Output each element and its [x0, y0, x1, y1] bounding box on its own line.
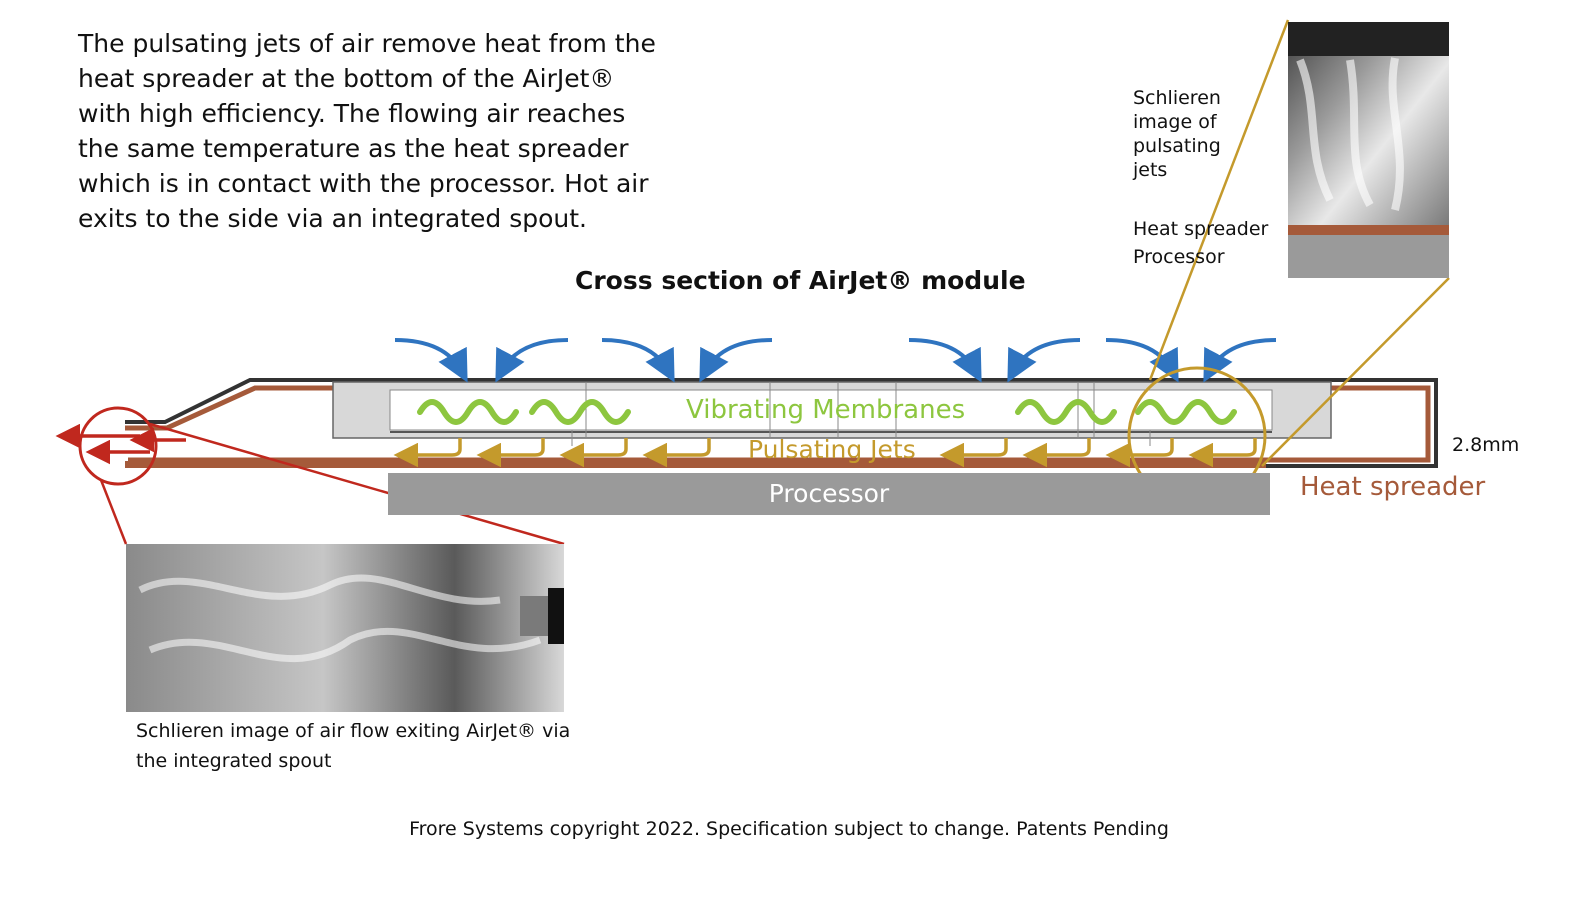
spout-highlight-circle: [78, 406, 158, 486]
curved-arrow-icon: [699, 338, 773, 383]
curved-arrow-icon: [1007, 338, 1081, 383]
hook-arrow-icon: [642, 438, 711, 468]
inflow-arrows: [394, 338, 1277, 383]
curved-arrow-icon: [1105, 338, 1179, 383]
vibrating-membranes-label: Vibrating Membranes: [686, 395, 966, 425]
sine-wave-icon: [1135, 399, 1237, 425]
jets-callout-lines: [1148, 19, 1450, 467]
membrane-chamber: [332, 381, 1332, 446]
curved-arrow-icon: [908, 338, 982, 383]
diagram-title: Cross section of AirJet® module: [575, 266, 1026, 295]
hook-arrow-icon: [939, 438, 1008, 468]
curved-arrow-icon: [394, 338, 468, 383]
sine-wave-icon: [529, 399, 631, 425]
hook-arrow-icon: [1188, 438, 1257, 468]
curved-arrow-icon: [601, 338, 675, 383]
hook-arrow-icon: [1022, 438, 1091, 468]
footer-copyright: Frore Systems copyright 2022. Specificat…: [409, 818, 1169, 840]
schlieren-spout-image: [126, 544, 564, 712]
hook-arrow-icon: [559, 438, 628, 468]
heat-spreader-label: Heat spreader: [1300, 472, 1486, 502]
hook-arrow-icon: [1105, 438, 1174, 468]
processor-block: Processor: [388, 473, 1270, 515]
spout-callout-lines: [99, 422, 565, 546]
hook-arrow-icon: [476, 438, 545, 468]
intro-paragraph: The pulsating jets of air remove heat fr…: [78, 29, 656, 233]
membrane-waves: [417, 399, 1237, 425]
exit-air-arrows: [55, 423, 186, 465]
sine-wave-icon: [417, 399, 519, 425]
thickness-dimension-label: 2.8mm: [1452, 434, 1520, 456]
schlieren-jets-image: [1288, 22, 1449, 278]
zoom-processor-label: Processor: [1133, 246, 1225, 268]
curved-arrow-icon: [1203, 338, 1277, 383]
zoom-image-caption: Schlieren image of pulsating jets: [1133, 87, 1221, 181]
zoom-heat-spreader-label: Heat spreader: [1133, 218, 1269, 240]
pulsating-jet-arrows: [393, 438, 1257, 468]
sine-wave-icon: [1015, 399, 1117, 425]
spout-image-caption: Schlieren image of air flow exiting AirJ…: [136, 720, 571, 772]
hook-arrow-icon: [393, 438, 462, 468]
pulsating-jets-label: Pulsating Jets: [748, 435, 916, 464]
heat-spreader-plate: [125, 461, 1266, 468]
curved-arrow-icon: [495, 338, 569, 383]
